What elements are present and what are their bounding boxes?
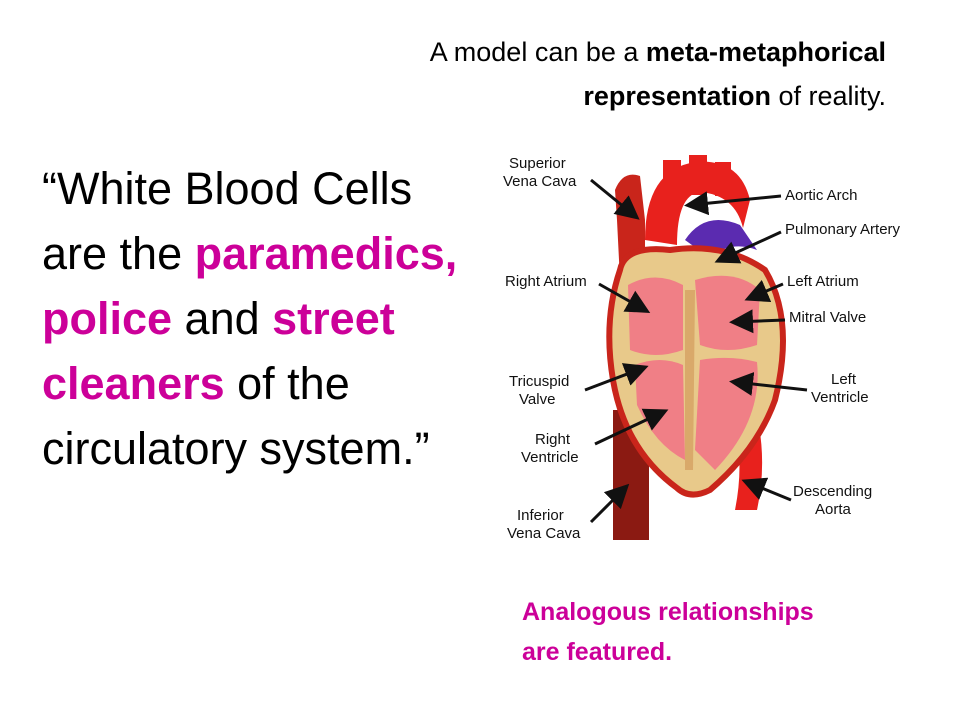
heart-diagram: Superior Vena Cava Aortic Arch Pulmonary… — [495, 150, 915, 550]
label-superior-vena-cava-1: Superior — [509, 155, 566, 172]
arrow-mitral-valve — [729, 309, 786, 334]
label-pulmonary-artery: Pulmonary Artery — [785, 221, 901, 238]
quote-part2: and — [172, 293, 273, 344]
label-inferior-vena-cava-2: Vena Cava — [507, 525, 581, 542]
arrow-descending-aorta — [741, 477, 792, 502]
arrow-right-ventricle — [594, 408, 669, 446]
heart-diagram-svg: Superior Vena Cava Aortic Arch Pulmonary… — [503, 155, 901, 542]
left-atrium-chamber — [695, 275, 760, 350]
label-aortic-arch: Aortic Arch — [785, 187, 858, 204]
quote-highlight-police: police — [42, 293, 173, 344]
label-tricuspid-valve-1: Tricuspid — [509, 373, 569, 390]
label-left-ventricle-1: Left — [831, 371, 857, 388]
label-right-ventricle-2: Ventricle — [521, 449, 579, 466]
arrow-aortic-arch — [684, 191, 782, 216]
label-descending-aorta-2: Aorta — [815, 501, 852, 518]
label-tricuspid-valve-2: Valve — [519, 391, 555, 408]
bottom-caption-line2: are featured. — [522, 638, 673, 666]
arrow-left-atrium — [744, 279, 784, 303]
label-right-ventricle-1: Right — [535, 431, 571, 448]
label-left-atrium: Left Atrium — [787, 273, 859, 290]
bottom-caption: Analogous relationships are featured. — [522, 592, 922, 672]
arrow-right-atrium — [598, 282, 651, 313]
quote-part1: “White Blood Cells are the — [42, 163, 413, 279]
top-caption: A model can be a meta-metaphorical repre… — [186, 30, 886, 118]
aortic-branch-2 — [689, 155, 707, 195]
aortic-branch-3 — [715, 162, 731, 196]
quote-text: “White Blood Cells are the paramedics, p… — [42, 156, 462, 481]
arrow-tricuspid-valve — [584, 363, 649, 392]
label-descending-aorta-1: Descending — [793, 483, 872, 500]
quote-highlight-street-cleaners: street cleaners — [42, 293, 395, 409]
label-left-ventricle-2: Ventricle — [811, 389, 869, 406]
bottom-caption-line1: Analogous relationships — [522, 598, 814, 626]
top-caption-line1-bold: meta-metaphorical — [645, 37, 886, 67]
arrow-superior-vena-cava — [590, 178, 640, 220]
aortic-branch-1 — [663, 160, 681, 200]
right-atrium-chamber — [628, 277, 683, 355]
quote-highlight-paramedics: paramedics, — [194, 228, 458, 279]
label-mitral-valve: Mitral Valve — [789, 309, 866, 326]
arrow-inferior-vena-cava — [589, 483, 630, 524]
quote-part3: of the circulatory system.” — [42, 358, 430, 474]
top-caption-line2-bold: representation — [583, 81, 771, 111]
label-superior-vena-cava-2: Vena Cava — [503, 173, 577, 190]
top-caption-line1-normal: A model can be a — [429, 37, 646, 67]
arrow-left-ventricle — [729, 372, 808, 396]
septum — [685, 290, 695, 470]
top-caption-line2-normal: of reality. — [770, 81, 886, 111]
label-inferior-vena-cava-1: Inferior — [517, 507, 564, 524]
arrow-pulmonary-artery — [714, 230, 782, 264]
label-right-atrium: Right Atrium — [505, 273, 587, 290]
